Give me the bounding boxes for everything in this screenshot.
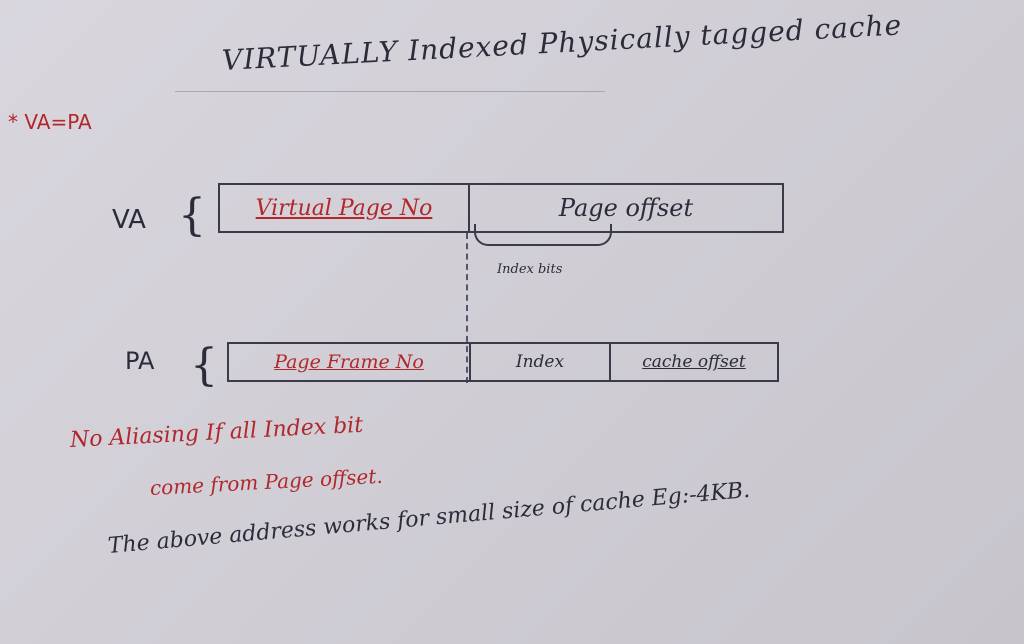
alignment-dashed-line [466, 233, 468, 383]
no-aliasing-note-line2: come from Page offset. [149, 463, 384, 500]
va-equals-pa-note: * VA=PA [8, 110, 92, 134]
va-segment-page-offset: Page offset [468, 185, 782, 231]
index-bits-brace [474, 224, 612, 246]
pa-brace: { [190, 340, 218, 391]
title-underline [175, 91, 605, 92]
pa-segment-index: Index [469, 344, 609, 380]
pa-label: PA [125, 347, 155, 375]
va-segment-virtual-page-no: Virtual Page No [255, 195, 433, 221]
title-text: VIRTUALLY Indexed Physically tagged cach… [221, 8, 903, 77]
pa-segment-page-frame-no: Page Frame No [274, 351, 424, 373]
va-label: VA [112, 205, 146, 235]
pa-segment-cache-offset: cache offset [609, 344, 777, 380]
no-aliasing-note-line1: No Aliasing If all Index bit [69, 412, 364, 453]
va-address-box: Virtual Page No Page offset [218, 183, 784, 233]
va-brace: { [178, 190, 206, 241]
pa-address-box: Page Frame No Index cache offset [227, 342, 779, 382]
index-bits-label: Index bits [497, 262, 563, 277]
